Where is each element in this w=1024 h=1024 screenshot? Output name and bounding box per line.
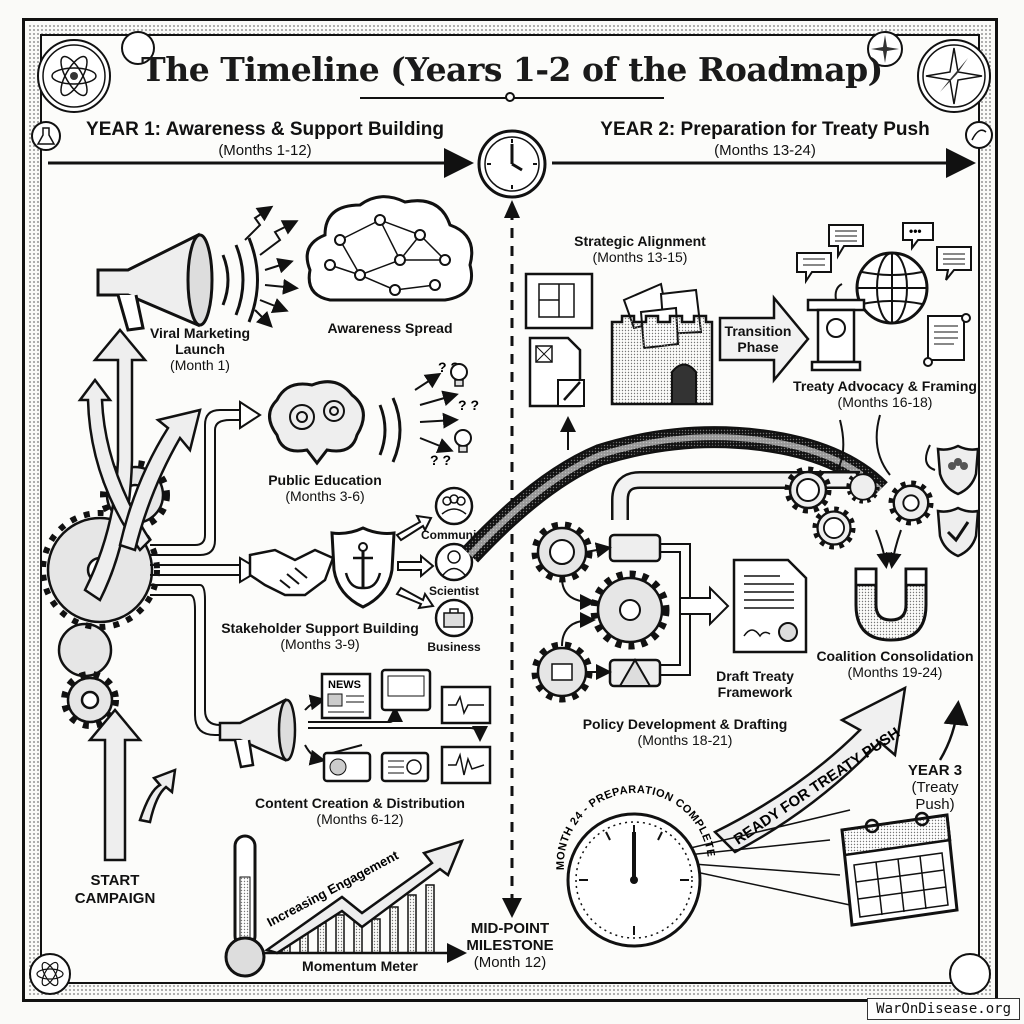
megaphone-icon	[218, 697, 297, 769]
compass-icon	[121, 31, 155, 65]
network-cloud-icon	[305, 195, 474, 302]
monitor-icon	[440, 745, 492, 785]
brain-icon	[268, 380, 365, 466]
thermometer-icon	[224, 834, 266, 978]
year2-months: (Months 13-24)	[714, 142, 816, 159]
transition-arrow	[718, 294, 810, 384]
gauge-icon	[965, 121, 993, 149]
stakeholder-support-label: Stakeholder Support Building (Months 3-9…	[221, 620, 419, 652]
scroll-icon	[923, 313, 971, 367]
group-label-business: Business	[427, 640, 481, 654]
broadcast-lines	[304, 694, 488, 766]
svg-text:•••: •••	[909, 224, 922, 238]
podium-icon	[806, 283, 866, 372]
castle-icon	[610, 282, 714, 406]
transition-phase-label: Transition Phase	[724, 323, 792, 355]
momentum-meter-label: Momentum Meter	[302, 958, 418, 974]
year1-months: (Months 1-12)	[218, 142, 312, 159]
compass-icon	[949, 953, 991, 995]
svg-text:NEWS: NEWS	[328, 679, 361, 691]
gear-icon	[784, 466, 832, 514]
svg-text:? ?: ? ?	[430, 452, 451, 468]
year1-heading: YEAR 1: Awareness & Support Building	[86, 119, 444, 140]
document-icon	[528, 336, 585, 408]
radio-icon	[380, 751, 430, 783]
speech-bubble-icon	[828, 224, 864, 260]
viral-marketing-label: Viral Marketing Launch (Month 1)	[149, 325, 251, 373]
blueprint-icon	[524, 272, 594, 330]
public-education-label: Public Education (Months 3-6)	[268, 472, 382, 504]
newspaper-icon: NEWS	[320, 672, 372, 720]
business-icon	[434, 598, 474, 638]
clock-icon: MONTH 24 - PREPARATION COMPLETE	[555, 784, 716, 948]
midpoint-arrow-down	[502, 898, 522, 918]
watermark: WarOnDisease.org	[867, 998, 1020, 1020]
question-arrows: ? ? ? ? ? ?	[414, 359, 479, 468]
draft-treaty-label: Draft Treaty Framework	[716, 668, 794, 700]
year3-label: YEAR 3 (Treaty Push)	[907, 762, 963, 813]
strategic-alignment-label: Strategic Alignment (Months 13-15)	[574, 233, 706, 265]
magnet-icon	[854, 529, 928, 642]
start-campaign-label: START CAMPAIGN	[74, 872, 156, 907]
awareness-spread-label: Awareness Spread	[327, 320, 453, 336]
community-icon	[434, 486, 474, 526]
gear-icon	[812, 506, 856, 550]
monitor-icon	[440, 685, 492, 725]
radio-icon	[322, 744, 372, 783]
gear-icon	[846, 470, 880, 504]
momentum-chart: Increasing Engagement	[262, 839, 467, 963]
document-icon	[732, 558, 808, 654]
shield-icon	[936, 444, 980, 496]
gear-icon	[888, 480, 934, 526]
atom-icon	[29, 953, 71, 995]
atom-icon	[37, 39, 111, 113]
stakeholder-arrows	[395, 514, 435, 610]
signal-arrows	[244, 205, 299, 328]
speech-bubble-icon: •••	[902, 222, 934, 251]
speech-bubble-icon	[936, 246, 972, 281]
policy-machine	[531, 521, 730, 703]
clock-icon	[477, 129, 547, 199]
shield-icon	[936, 506, 980, 558]
flask-icon	[31, 121, 61, 151]
midpoint-milestone-label: MID-POINT MILESTONE (Month 12)	[466, 920, 554, 971]
svg-text:? ?: ? ?	[458, 397, 479, 413]
outer-frame	[22, 18, 998, 1002]
calendar-icon	[840, 811, 959, 927]
page-title: The Timeline (Years 1-2 of the Roadmap)	[141, 50, 883, 89]
title-divider-ornament	[505, 92, 515, 102]
speech-bubble-icon	[796, 252, 832, 285]
monitor-icon	[380, 668, 432, 712]
handshake-icon	[248, 548, 335, 597]
year2-heading: YEAR 2: Preparation for Treaty Push	[600, 119, 930, 140]
lightbulb-icon	[450, 363, 468, 387]
gear-column	[40, 328, 262, 862]
group-label-scientist: Scientist	[428, 584, 479, 598]
content-creation-label: Content Creation & Distribution (Months …	[255, 795, 465, 827]
policy-development-label: Policy Development & Drafting (Months 18…	[582, 716, 788, 748]
coalition-consolidation-label: Coalition Consolidation (Months 19-24)	[816, 648, 974, 680]
anchor-shield-icon	[330, 526, 396, 609]
sound-waves	[378, 397, 402, 463]
megaphone-icon	[96, 232, 259, 332]
treaty-advocacy-label: Treaty Advocacy & Framing (Months 16-18)	[793, 378, 977, 410]
compass-rose-icon	[917, 39, 991, 113]
globe-icon	[855, 251, 929, 325]
lightbulb-icon	[454, 429, 472, 453]
midpoint-arrow-up	[504, 200, 520, 218]
scientist-icon	[434, 542, 474, 582]
compass-icon	[867, 31, 903, 67]
